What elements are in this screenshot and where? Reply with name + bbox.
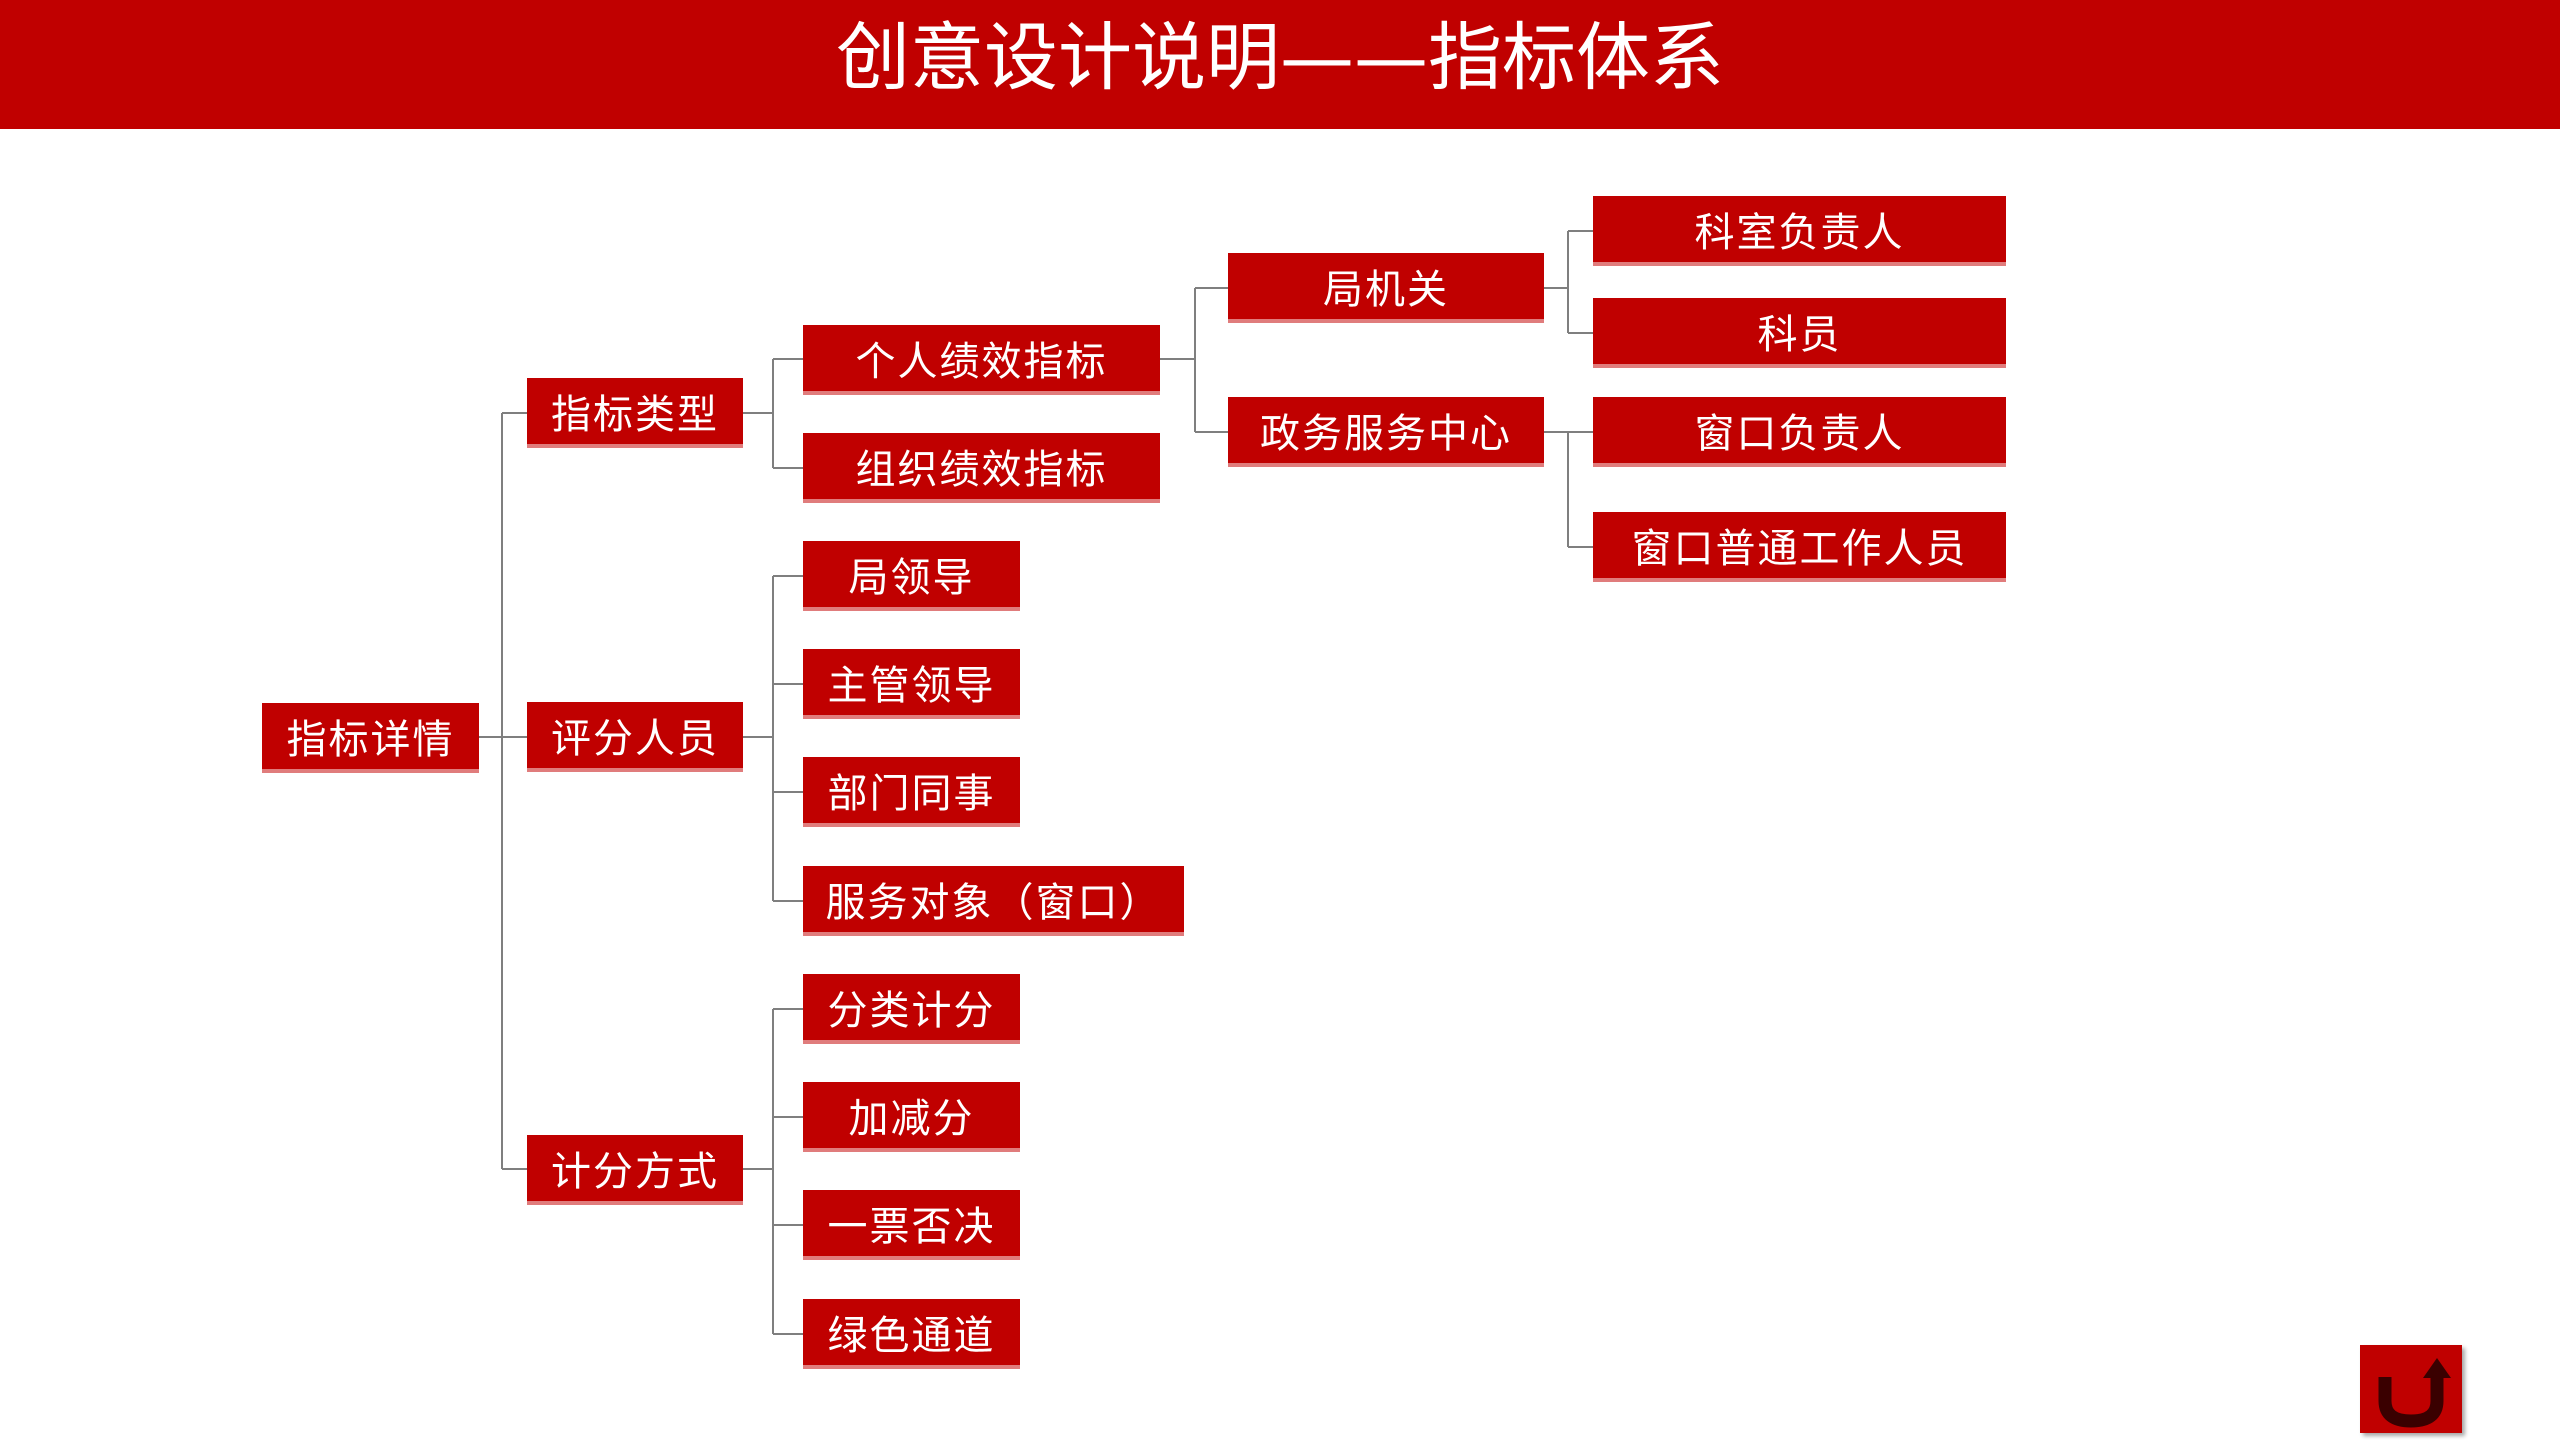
title-bar <box>0 0 2560 129</box>
node-raters: 评分人员 <box>527 702 743 772</box>
node-indicator-details: 指标详情 <box>262 703 479 773</box>
node-bureau-office: 局机关 <box>1228 253 1544 323</box>
node-department-colleague: 部门同事 <box>803 757 1020 827</box>
node-window-staff: 窗口普通工作人员 <box>1593 512 2006 582</box>
node-window-head: 窗口负责人 <box>1593 397 2006 467</box>
node-category-scoring: 分类计分 <box>803 974 1020 1044</box>
node-plus-minus-points: 加减分 <box>803 1082 1020 1152</box>
node-supervising-leader: 主管领导 <box>803 649 1020 719</box>
node-indicator-types: 指标类型 <box>527 378 743 448</box>
back-button[interactable] <box>2360 1345 2462 1433</box>
page-title: 创意设计说明——指标体系 <box>836 15 1724 101</box>
node-scoring-methods: 计分方式 <box>527 1135 743 1205</box>
node-government-service-center: 政务服务中心 <box>1228 397 1544 467</box>
node-bureau-leader: 局领导 <box>803 541 1020 611</box>
u-turn-arrow-icon <box>2378 1358 2451 1428</box>
node-personal-performance: 个人绩效指标 <box>803 325 1160 395</box>
node-green-channel: 绿色通道 <box>803 1299 1020 1369</box>
node-section-staff: 科员 <box>1593 298 2006 368</box>
node-section-head: 科室负责人 <box>1593 196 2006 266</box>
node-one-vote-veto: 一票否决 <box>803 1190 1020 1260</box>
node-organizational-performance: 组织绩效指标 <box>803 433 1160 503</box>
node-service-recipient: 服务对象（窗口） <box>803 866 1184 936</box>
